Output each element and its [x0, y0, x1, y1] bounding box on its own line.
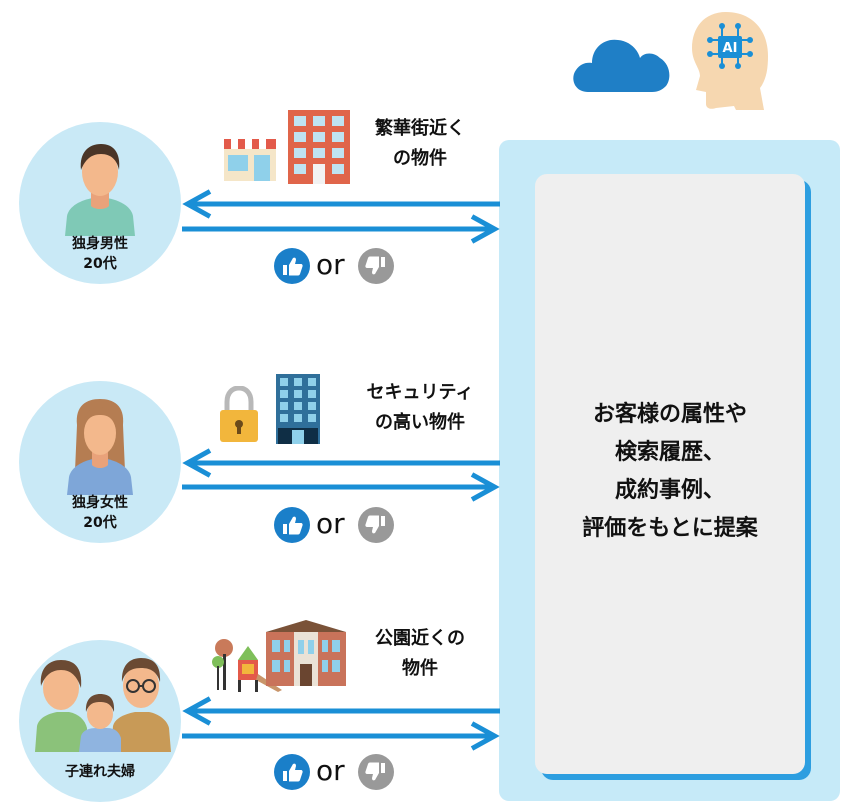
persona-couple-with-child: 子連れ夫婦	[19, 640, 181, 802]
family-avatar-icon	[35, 658, 171, 752]
persona-label-3: 子連れ夫婦	[65, 764, 135, 780]
thumbs-down-icon[interactable]	[358, 754, 394, 790]
persona-single-woman: 独身女性 20代	[19, 381, 181, 543]
man-avatar-icon	[65, 144, 135, 236]
or-text-3: or	[316, 754, 345, 787]
padlock-icon	[220, 386, 258, 442]
property-label-2: セキュリティ の高い物件	[366, 382, 474, 433]
proposal-text: お客様の属性や 検索履歴、 成約事例、 評価をもとに提案	[582, 402, 758, 541]
persona-single-man: 独身男性 20代	[19, 122, 181, 284]
persona-label-1: 独身男性 20代	[72, 236, 128, 272]
ai-badge-text: AI	[723, 41, 738, 56]
cloud-icon	[573, 39, 670, 92]
persona-label-2: 独身女性 20代	[72, 495, 128, 531]
apartment-building-icon	[288, 110, 350, 184]
or-text-2: or	[316, 507, 345, 540]
thumbs-down-icon[interactable]	[358, 248, 394, 284]
ai-head-icon: AI	[692, 12, 768, 110]
or-text-1: or	[316, 248, 345, 281]
public-building-icon	[266, 620, 346, 686]
thumbs-up-icon[interactable]	[274, 507, 310, 543]
thumbs-down-icon[interactable]	[358, 507, 394, 543]
woman-avatar-icon	[67, 399, 133, 495]
office-building-icon	[276, 374, 320, 444]
thumbs-up-icon[interactable]	[274, 248, 310, 284]
thumbs-up-icon[interactable]	[274, 754, 310, 790]
proposal-card	[535, 174, 805, 774]
property-label-1: 繁華街近く の物件	[375, 118, 465, 169]
property-label-3: 公園近くの 物件	[375, 628, 465, 679]
shop-icon	[224, 139, 276, 181]
